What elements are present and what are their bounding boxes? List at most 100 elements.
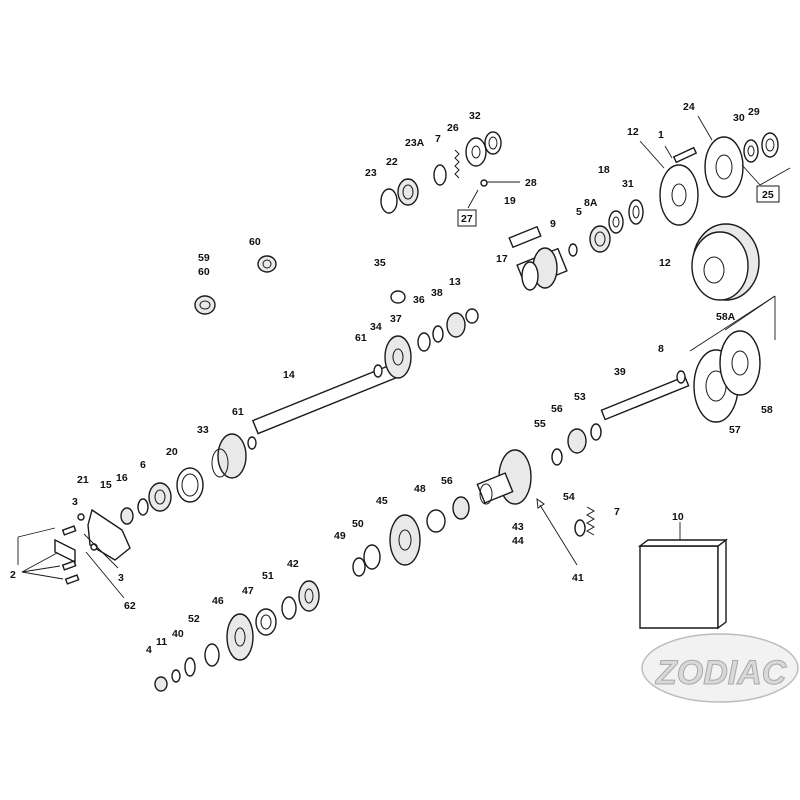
callout-56: 56 bbox=[441, 475, 453, 487]
callout-17: 17 bbox=[496, 253, 508, 265]
part-36-washer bbox=[432, 325, 444, 343]
callout-41: 41 bbox=[572, 572, 584, 584]
callout-46: 46 bbox=[212, 595, 224, 607]
callout-48: 48 bbox=[414, 483, 426, 495]
callout-51: 51 bbox=[262, 570, 274, 582]
part-7-spring-b bbox=[585, 506, 596, 536]
callout-30: 30 bbox=[733, 112, 745, 124]
part-33-gear bbox=[217, 433, 247, 479]
part-51-ring bbox=[281, 596, 297, 620]
part-20-race bbox=[176, 467, 204, 503]
callout-8A: 8A bbox=[584, 197, 598, 209]
part-42-dog-ring bbox=[298, 580, 320, 612]
countershaft-group bbox=[352, 295, 776, 577]
part-2-bracket bbox=[54, 538, 76, 564]
callout-16: 16 bbox=[116, 472, 128, 484]
callout-14: 14 bbox=[283, 369, 295, 381]
callout-42: 42 bbox=[287, 558, 299, 570]
callout-60: 60 bbox=[198, 266, 210, 278]
callout-27: 27 bbox=[461, 213, 473, 225]
callout-53: 53 bbox=[574, 391, 586, 403]
part-38-nut bbox=[446, 312, 466, 338]
box-27 bbox=[457, 209, 477, 227]
callout-40: 40 bbox=[172, 628, 184, 640]
callout-47: 47 bbox=[242, 585, 254, 597]
callout-57: 57 bbox=[729, 424, 741, 436]
part-18-ring bbox=[608, 210, 624, 234]
part-7-spring bbox=[454, 149, 460, 179]
part-12-pulley bbox=[691, 223, 760, 301]
part-5-bearing bbox=[589, 225, 611, 253]
part-55-washer bbox=[551, 448, 563, 466]
callout-23A: 23A bbox=[405, 137, 425, 149]
part-61-bushing-a bbox=[373, 364, 383, 378]
part-54-washer bbox=[574, 519, 586, 537]
part-17-main-drive-gear bbox=[516, 247, 568, 291]
part-49-ring bbox=[352, 557, 366, 577]
callout-7: 7 bbox=[435, 133, 441, 145]
callout-26: 26 bbox=[447, 122, 459, 134]
bushings-59-60 bbox=[194, 255, 277, 315]
part-35-bearing bbox=[390, 290, 406, 304]
callout-50: 50 bbox=[352, 518, 364, 530]
callout-21: 21 bbox=[77, 474, 89, 486]
callout-43: 43 bbox=[512, 521, 524, 533]
part-45-gear bbox=[389, 514, 421, 566]
callout-25: 25 bbox=[762, 189, 774, 201]
part-3-screw-a bbox=[77, 513, 85, 521]
callout-38: 38 bbox=[431, 287, 443, 299]
part-16-washer bbox=[137, 498, 149, 516]
part-53-washer bbox=[590, 423, 602, 441]
callout-54: 54 bbox=[563, 491, 575, 503]
callout-28: 28 bbox=[525, 177, 537, 189]
part-22-bearing bbox=[397, 178, 419, 206]
sprocket-assembly bbox=[508, 115, 779, 301]
callout-labels: 1 2 3 3 4 5 6 7 7 8 8A 9 10 11 12 12 13 … bbox=[10, 101, 774, 656]
callout-3: 3 bbox=[72, 496, 78, 508]
cover-plate-group bbox=[17, 508, 131, 599]
zodiac-logo: ZODIAC bbox=[641, 633, 799, 703]
callout-11: 11 bbox=[156, 636, 167, 648]
part-30-washer bbox=[743, 139, 759, 163]
callout-56: 56 bbox=[551, 403, 563, 415]
callout-6: 6 bbox=[140, 459, 146, 471]
part-39-countershaft bbox=[600, 375, 690, 421]
part-6-bearing bbox=[148, 482, 172, 512]
part-61-bushing-b bbox=[247, 436, 257, 450]
callout-20: 20 bbox=[166, 446, 178, 458]
part-28-ball bbox=[480, 179, 488, 187]
callout-12: 12 bbox=[659, 257, 671, 269]
callout-61: 61 bbox=[232, 406, 244, 418]
callout-39: 39 bbox=[614, 366, 626, 378]
callout-23: 23 bbox=[365, 167, 377, 179]
mainshaft-assembly bbox=[120, 290, 479, 525]
part-56-bearing-b bbox=[452, 496, 470, 520]
part-13-bushing bbox=[465, 308, 479, 324]
part-48-race bbox=[426, 509, 446, 533]
callout-61: 61 bbox=[355, 332, 367, 344]
callout-45: 45 bbox=[376, 495, 388, 507]
callout-35: 35 bbox=[374, 257, 386, 269]
callout-33: 33 bbox=[197, 424, 209, 436]
part-32-seal bbox=[484, 131, 502, 155]
callout-13: 13 bbox=[449, 276, 461, 288]
callout-5: 5 bbox=[576, 206, 582, 218]
lower-gear-stack bbox=[154, 580, 320, 692]
callout-34: 34 bbox=[370, 321, 382, 333]
callout-1: 1 bbox=[658, 129, 664, 141]
part-58-plate bbox=[719, 330, 761, 396]
callout-62: 62 bbox=[124, 600, 136, 612]
part-47-race bbox=[255, 608, 277, 636]
callout-18: 18 bbox=[598, 164, 610, 176]
callout-2: 2 bbox=[10, 569, 16, 581]
part-46-gear bbox=[226, 613, 254, 661]
part-52-washer bbox=[204, 643, 220, 667]
part-26-retainer bbox=[465, 137, 487, 167]
callout-9: 9 bbox=[550, 218, 556, 230]
part-37-ring bbox=[417, 332, 431, 352]
bracket-25 bbox=[741, 164, 791, 203]
part-34-gear bbox=[384, 335, 412, 379]
callout-58: 58 bbox=[761, 404, 773, 416]
part-23A-ring bbox=[433, 164, 447, 186]
